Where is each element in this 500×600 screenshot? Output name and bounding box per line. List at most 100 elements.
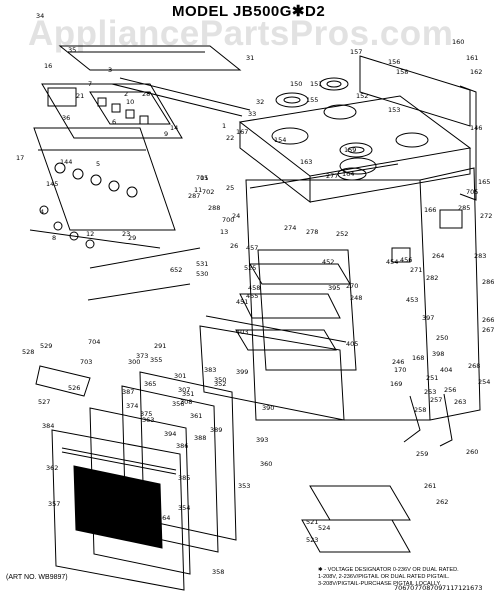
part-callout: 153 — [388, 106, 400, 114]
part-callout: 17 — [16, 154, 24, 162]
part-callout: 278 — [306, 228, 318, 236]
part-callout: 34 — [36, 12, 44, 20]
voltage-notes: ✱ - VOLTAGE DESIGNATOR 0-236V OR DUAL RA… — [318, 567, 459, 588]
part-callout: 256 — [444, 386, 456, 394]
rack-low — [235, 329, 337, 351]
part-callout: 705 — [466, 188, 478, 196]
oven-right-panel — [419, 167, 481, 421]
part-callout: 455 — [246, 292, 258, 300]
part-callout: 703 — [80, 358, 92, 366]
hinge-arm-1 — [403, 395, 421, 443]
part-callout: 526 — [68, 384, 80, 392]
part-callout: 250 — [436, 334, 448, 342]
part-callout: 270 — [346, 282, 358, 290]
part-callout: 156 — [388, 58, 400, 66]
part-callout: 397 — [422, 314, 434, 322]
part-callout: 9 — [164, 130, 168, 138]
model-title: MODEL JB500G✱D2 — [172, 3, 326, 20]
part-callout: 1 — [222, 122, 226, 130]
part-callout: 529 — [40, 342, 52, 350]
switch-d — [139, 115, 149, 125]
part-callout: 28 — [142, 90, 150, 98]
burner-ring-2 — [323, 104, 357, 120]
part-callout: 291 — [154, 342, 166, 350]
burner-ring-3 — [339, 157, 377, 175]
part-callout: 456 — [400, 256, 412, 264]
part-callout: 257 — [430, 396, 442, 404]
part-callout: 11 — [194, 186, 202, 194]
loose-knob-3 — [69, 231, 79, 241]
part-callout: 388 — [194, 434, 206, 442]
art-number: (ART NO. WB9897) — [6, 574, 68, 581]
control-panel — [41, 83, 183, 139]
part-callout: 350 — [214, 376, 226, 384]
part-callout: 5 — [96, 160, 100, 168]
part-callout: 399 — [236, 368, 248, 376]
drawer-trim — [205, 315, 347, 343]
part-callout: 300 — [128, 358, 140, 366]
part-callout: 260 — [466, 448, 478, 456]
part-callout: 267 — [482, 326, 494, 334]
backsplash — [359, 55, 471, 127]
part-callout: 36 — [62, 114, 70, 122]
part-callout: 259 — [416, 450, 428, 458]
part-callout: 403 — [236, 328, 248, 336]
rack-mid — [239, 293, 341, 319]
part-callout: 160 — [452, 38, 464, 46]
hinge-arm-2 — [439, 393, 453, 447]
part-callout: 521 — [306, 518, 318, 526]
door-front — [51, 429, 185, 591]
part-callout: 307 — [178, 386, 190, 394]
part-callout: 165 — [478, 178, 490, 186]
part-callout: 354 — [178, 504, 190, 512]
part-callout: 32 — [256, 98, 264, 106]
part-callout: 22 — [226, 134, 234, 142]
note-line: 1-208V, 2-236V/PIGTAIL OR DUAL RATED PIG… — [318, 574, 450, 580]
part-callout: 150 — [290, 80, 302, 88]
part-callout: 24 — [232, 212, 240, 220]
oven-top-edge — [249, 163, 399, 189]
terminal-block — [439, 209, 463, 229]
rod-2 — [111, 83, 243, 117]
part-callout: 251 — [426, 374, 438, 382]
part-callout: 170 — [394, 366, 406, 374]
part-callout: 14 — [170, 124, 178, 132]
part-callout: 390 — [262, 404, 274, 412]
part-callout: 287 — [188, 192, 200, 200]
part-callout: 394 — [164, 430, 176, 438]
backsplash-side — [459, 85, 477, 201]
part-callout: 405 — [346, 340, 358, 348]
part-callout: 711 — [442, 584, 454, 592]
part-callout: 383 — [204, 366, 216, 374]
part-callout: 283 — [474, 252, 486, 260]
part-callout: 274 — [284, 224, 296, 232]
part-callout: 704 — [88, 338, 100, 346]
part-callout: 359 — [122, 522, 134, 530]
knob-2 — [72, 168, 84, 180]
part-callout: 375 — [140, 410, 152, 418]
door-handle — [61, 447, 177, 471]
part-callout: 361 — [190, 412, 202, 420]
part-callout: 398 — [432, 350, 444, 358]
note-line: ✱ - VOLTAGE DESIGNATOR 0-236V OR DUAL RA… — [318, 567, 459, 573]
coil-1b — [283, 96, 301, 104]
loose-knob-2 — [53, 221, 63, 231]
block-2 — [391, 247, 411, 263]
part-callout: 353 — [238, 482, 250, 490]
switch-rail — [89, 91, 171, 125]
part-callout: 285 — [458, 204, 470, 212]
coil-2b — [326, 80, 342, 88]
part-callout: 389 — [210, 426, 222, 434]
part-callout: 286 — [482, 278, 494, 286]
part-callout: 152 — [356, 92, 368, 100]
part-callout: 253 — [424, 388, 436, 396]
rod-1 — [119, 77, 251, 111]
part-callout: 363 — [142, 416, 154, 424]
part-callout: 7 — [88, 80, 92, 88]
support-rail-2 — [87, 283, 191, 301]
part-callout: 530 — [196, 270, 208, 278]
part-callout: 23 — [122, 230, 130, 238]
